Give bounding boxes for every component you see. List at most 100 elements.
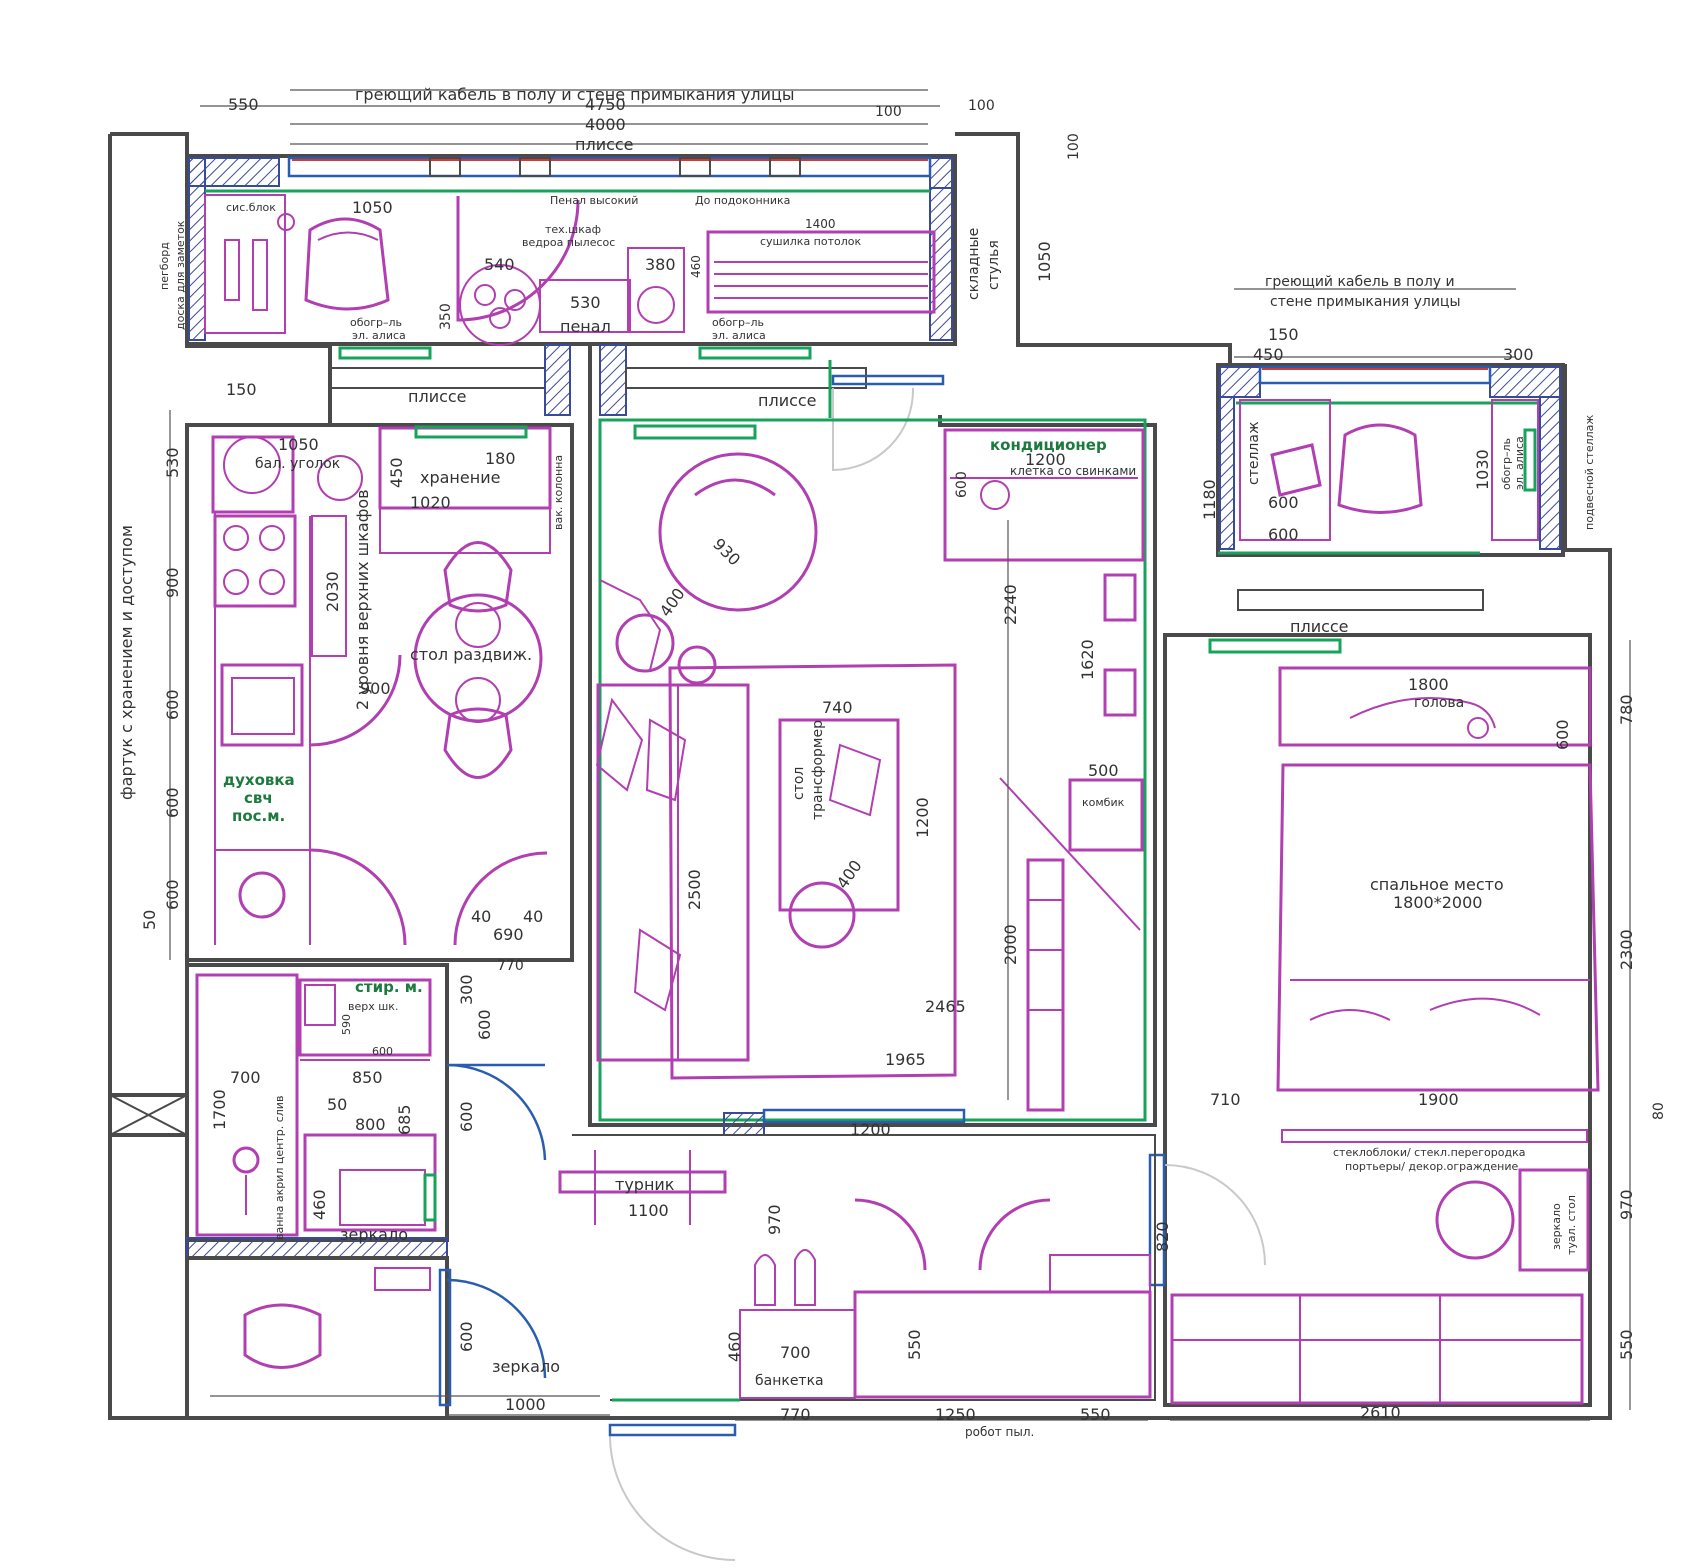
- dim-600k: 600: [457, 1321, 476, 1352]
- label-mirror-hall: зеркало: [492, 1357, 560, 1376]
- label-dryer-ceiling: сушилка потолок: [760, 235, 862, 248]
- dim-100a: 100: [875, 104, 902, 120]
- label-table-slide: стол раздвиж.: [410, 645, 532, 664]
- dim-820: 820: [1153, 1221, 1172, 1252]
- dim-2465: 2465: [925, 997, 966, 1016]
- dim-530b: 530: [163, 447, 182, 478]
- dim-1020: 1020: [410, 493, 451, 512]
- dim-970a: 970: [1617, 1189, 1636, 1220]
- dim-1400: 1400: [805, 217, 836, 231]
- dim-600a: 600: [163, 689, 182, 720]
- dim-460a: 460: [689, 255, 703, 278]
- label-mirror-bath: зеркало: [340, 1225, 408, 1244]
- label-sis-blok: сис.блок: [226, 201, 276, 214]
- dim-1620: 1620: [1078, 639, 1097, 680]
- label-robot-vacuum: робот пыл.: [965, 1425, 1034, 1439]
- dim-600j: 600: [457, 1101, 476, 1132]
- dim-100b: 100: [968, 98, 995, 114]
- dim-900b: 900: [360, 679, 391, 698]
- dim-1000: 1000: [505, 1395, 546, 1414]
- dim-400a: 400: [656, 584, 689, 620]
- dim-900a: 900: [163, 567, 182, 598]
- label-heater-1b: обогр–ль: [712, 316, 764, 329]
- label-vac-column: вак. колонна: [552, 455, 565, 530]
- label-shelving: стеллаж: [1246, 421, 1262, 485]
- label-heater-2b: эл. алиса: [712, 329, 766, 342]
- dim-1700: 1700: [210, 1089, 229, 1130]
- living-room: [588, 345, 1157, 1136]
- label-tech-cabinet-1: тех.шкаф: [545, 223, 601, 236]
- label-glass-blocks-1: стеклоблоки/ стекл.перегородка: [1333, 1146, 1525, 1159]
- dim-530: 530: [570, 293, 601, 312]
- label-head: голова: [1414, 695, 1464, 711]
- label-soffit: фартук с хранением и доступом: [117, 525, 136, 800]
- dim-40b: 40: [523, 907, 543, 926]
- hallway: [558, 1134, 1156, 1561]
- label-heater-1c: обогр–ль: [1500, 438, 1513, 490]
- label-two-levels: 2 уровня верхних шкафов: [353, 489, 372, 710]
- dim-500: 500: [1088, 761, 1119, 780]
- dim-1180: 1180: [1200, 479, 1219, 520]
- label-heater-1a: обогр–ль: [350, 316, 402, 329]
- label-balcony-bag: бал. уголок: [255, 456, 340, 472]
- label-table-transformer-1: стол: [791, 767, 807, 800]
- dim-180: 180: [485, 449, 516, 468]
- label-oven-2: свч: [244, 789, 273, 807]
- dim-450b: 450: [1253, 345, 1284, 364]
- label-mirror-table-2: туал. стол: [1565, 1195, 1578, 1255]
- dim-700a: 700: [230, 1068, 261, 1087]
- dimension-lines: [169, 89, 1631, 1421]
- label-bench: банкетка: [755, 1373, 824, 1389]
- label-heating-cable-right-2: стене примыкания улицы: [1270, 294, 1461, 310]
- dim-1050b: 1050: [1035, 241, 1054, 282]
- label-oven-1: духовка: [223, 771, 295, 789]
- dim-540: 540: [484, 255, 515, 274]
- label-folding-chairs-2: стулья: [986, 240, 1002, 290]
- dim-1200c: 1200: [1025, 450, 1066, 469]
- dim-590: 590: [340, 1014, 353, 1035]
- dim-1250: 1250: [935, 1405, 976, 1424]
- dim-2240: 2240: [1001, 584, 1020, 625]
- dim-2000: 2000: [1001, 924, 1020, 965]
- dim-300: 300: [1503, 345, 1534, 364]
- dim-2500: 2500: [685, 869, 704, 910]
- dim-400b: 400: [833, 856, 866, 892]
- dim-150a: 150: [226, 380, 257, 399]
- label-pegboard-2: доска для заметок: [174, 220, 187, 330]
- label-sleeping-place-2: 1800*2000: [1393, 893, 1482, 912]
- label-tech-cabinet-2: ведроа пылесос: [522, 236, 615, 249]
- dim-700b: 700: [780, 1343, 811, 1362]
- label-heater-2c: эл. алиса: [1513, 436, 1526, 490]
- dim-1100: 1100: [628, 1201, 669, 1220]
- dim-850: 850: [352, 1068, 383, 1087]
- dim-100c: 100: [1066, 133, 1082, 160]
- dim-1965: 1965: [885, 1050, 926, 1069]
- dim-1900: 1900: [1418, 1090, 1459, 1109]
- label-oven-3: пос.м.: [232, 807, 285, 825]
- dim-380: 380: [645, 255, 676, 274]
- dim-50: 50: [140, 910, 159, 930]
- label-plisse-kitchen: плиссе: [408, 387, 467, 406]
- label-penal: пенал: [560, 317, 611, 336]
- label-heating-cable-right-1: греющий кабель в полу и: [1265, 274, 1455, 290]
- dim-50b: 50: [327, 1095, 347, 1114]
- dim-600c: 600: [163, 879, 182, 910]
- dim-350: 350: [438, 303, 454, 330]
- dim-685: 685: [395, 1104, 414, 1135]
- label-hanging-shelf: подвесной стеллаж: [1583, 415, 1596, 530]
- dim-740: 740: [822, 698, 853, 717]
- dim-600h: 600: [475, 1009, 494, 1040]
- right-balcony: [1216, 363, 1565, 611]
- dim-800: 800: [355, 1115, 386, 1134]
- label-to-sill: До подоконника: [695, 194, 790, 207]
- label-plisse-bedroom: плиссе: [1290, 617, 1349, 636]
- dim-970b: 970: [765, 1204, 784, 1235]
- dim-600b: 600: [163, 787, 182, 818]
- label-glass-blocks-2: портьеры/ декор.ограждение: [1345, 1160, 1519, 1173]
- dim-4000: 4000: [585, 115, 626, 134]
- label-plisse-living: плиссе: [758, 391, 817, 410]
- dim-2030: 2030: [323, 571, 342, 612]
- dim-600i: 600: [372, 1045, 393, 1058]
- label-pullup-bar: турник: [615, 1175, 675, 1194]
